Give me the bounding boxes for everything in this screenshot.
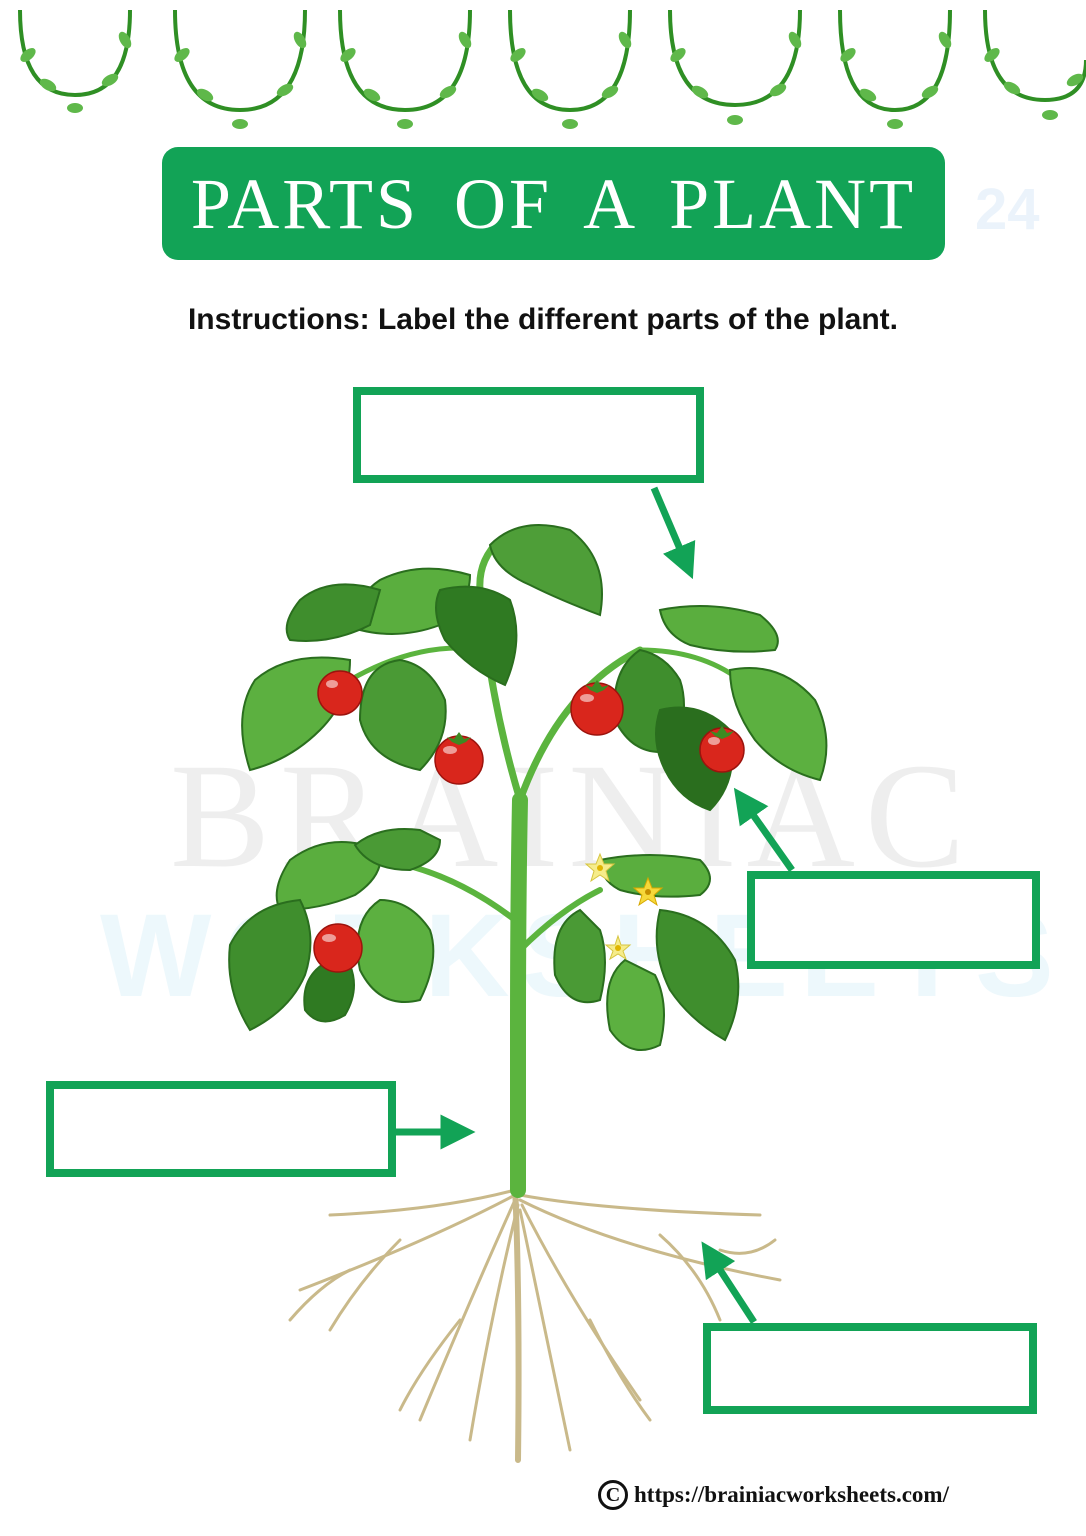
- instructions-text: Instructions: Label the different parts …: [187, 303, 899, 336]
- copyright-icon: C: [598, 1480, 628, 1510]
- page-title: PARTS OF A PLANT: [190, 163, 917, 244]
- label-box-flower[interactable]: [353, 387, 704, 483]
- title-banner: PARTS OF A PLANT: [162, 147, 945, 260]
- label-box-stem[interactable]: [46, 1081, 396, 1177]
- footer: C https://brainiacworksheets.com/: [598, 1477, 949, 1513]
- label-box-roots[interactable]: [703, 1323, 1037, 1414]
- vine-border-icon: [18, 9, 1086, 129]
- label-box-fruit[interactable]: [747, 871, 1040, 969]
- plant-illustration-icon: [228, 524, 828, 1463]
- footer-url-link[interactable]: https://brainiacworksheets.com/: [634, 1482, 949, 1507]
